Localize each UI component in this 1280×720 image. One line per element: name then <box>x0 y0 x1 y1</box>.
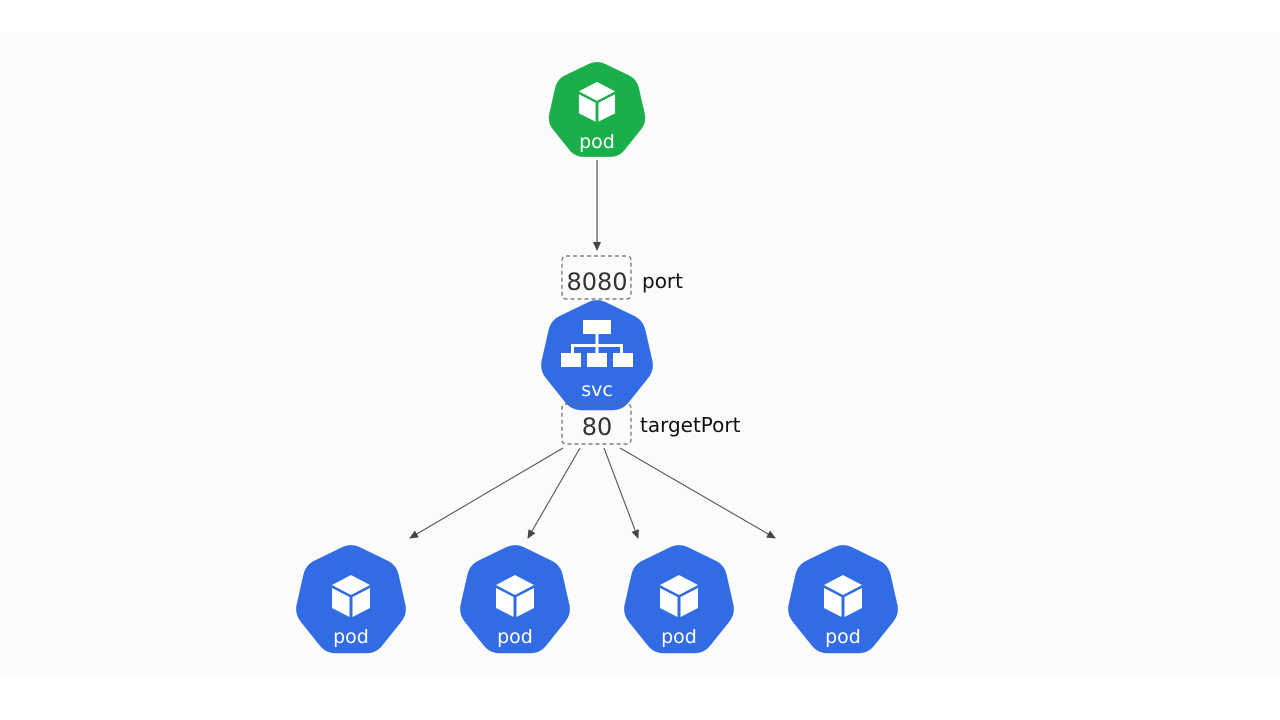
backend-pod-1[interactable]: pod <box>296 545 406 654</box>
client-pod-heptagon <box>548 61 646 157</box>
backend-pod-heptagon <box>624 545 734 654</box>
fan-out-arrows <box>409 447 776 539</box>
arrow-service-to-pod-1 <box>409 447 564 539</box>
backend-pod-3[interactable]: pod <box>624 545 734 654</box>
port-value: 8080 <box>566 268 627 296</box>
arrow-service-to-pod-4 <box>619 447 776 539</box>
arrow-service-to-pod-3 <box>603 447 639 539</box>
arrow-service-to-pod-2 <box>527 447 581 539</box>
service-label: svc <box>581 379 613 401</box>
backend-pod-label: pod <box>333 626 369 648</box>
client-pod[interactable]: pod <box>548 61 646 157</box>
backend-pod-label: pod <box>661 626 697 648</box>
target-port-label: targetPort <box>640 413 741 437</box>
port-label: port <box>642 269 683 293</box>
backend-pod-2[interactable]: pod <box>460 545 570 654</box>
port-box: 8080 <box>561 255 632 300</box>
backend-pod-label: pod <box>825 626 861 648</box>
client-pod-label: pod <box>579 131 615 153</box>
target-port-box: 80 <box>561 403 632 445</box>
backend-pod-label: pod <box>497 626 533 648</box>
backend-pod-heptagon <box>788 545 898 654</box>
backend-pods: pod pod pod pod <box>296 545 898 654</box>
service-node[interactable]: svc <box>541 300 653 411</box>
backend-pod-heptagon <box>296 545 406 654</box>
target-port-value: 80 <box>582 413 613 441</box>
backend-pod-heptagon <box>460 545 570 654</box>
backend-pod-4[interactable]: pod <box>788 545 898 654</box>
